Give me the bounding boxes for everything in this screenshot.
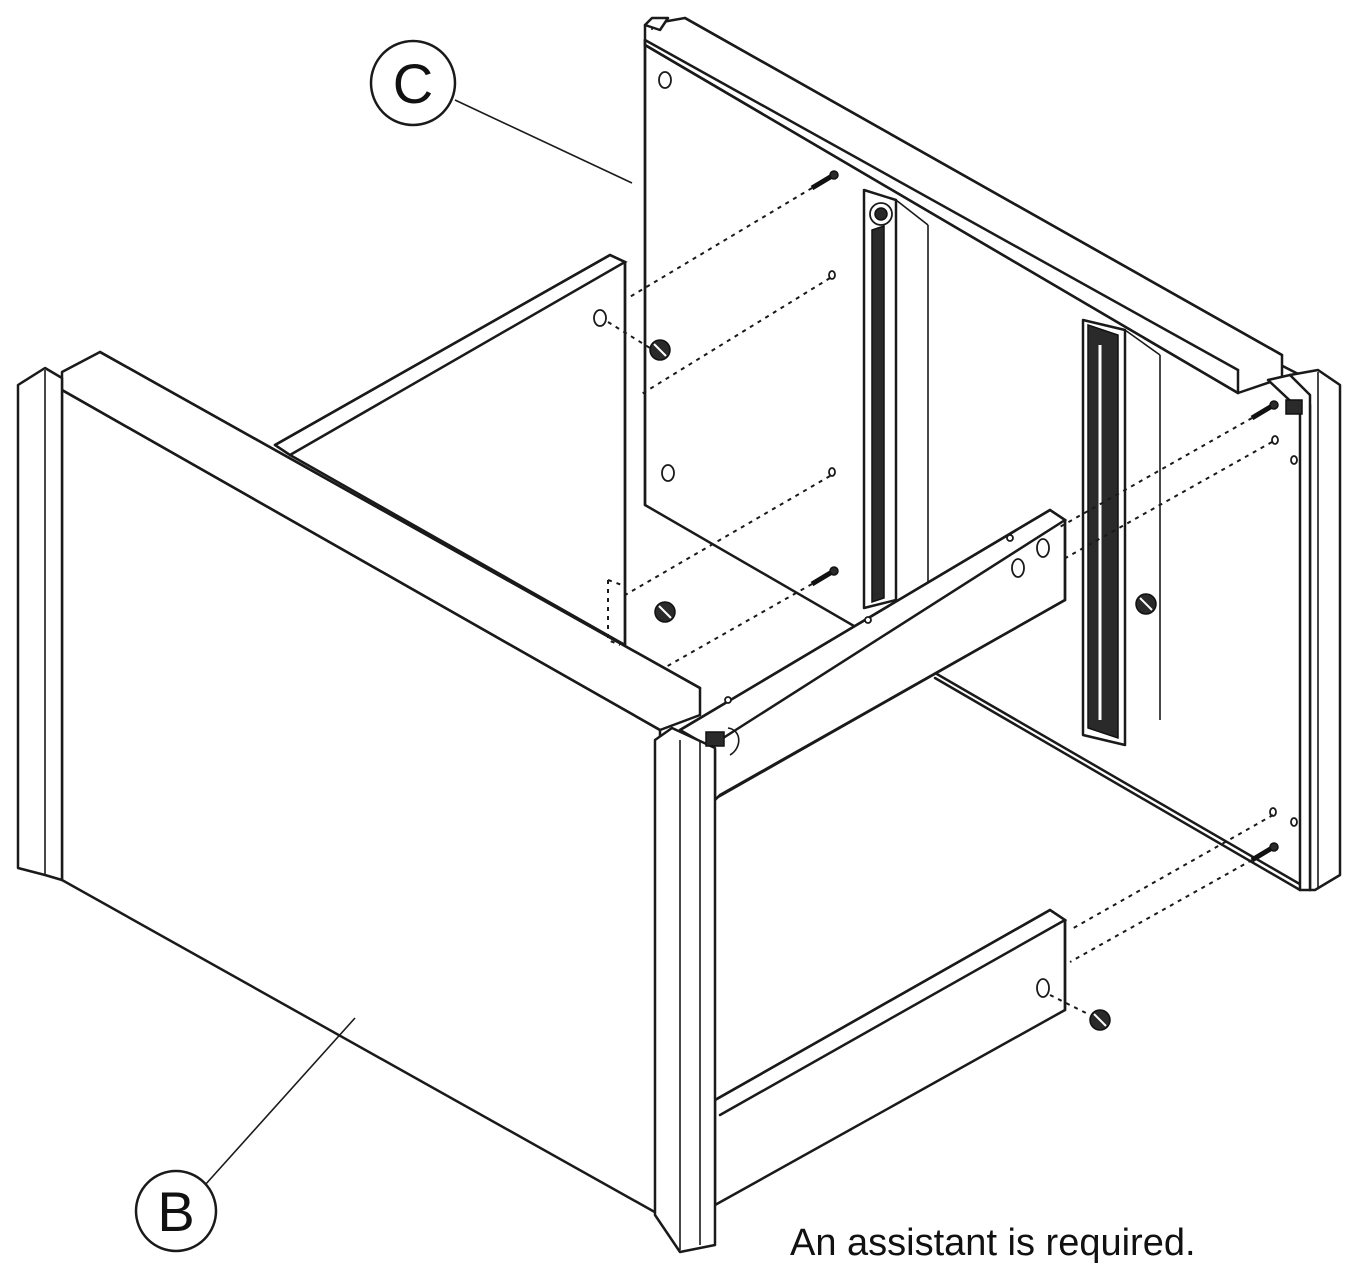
right-side-panel (1266, 368, 1342, 892)
drawer-slide-icon (1081, 318, 1161, 747)
cam-bolt-icon (1250, 400, 1279, 421)
cam-lock-icon (705, 731, 725, 747)
cam-lock-icon (654, 601, 676, 623)
cam-bolt-icon (810, 566, 839, 587)
cam-bolt-icon (1250, 842, 1279, 863)
back-panel-c (643, 16, 1312, 892)
cam-lock-icon (1285, 399, 1303, 415)
callout-c: C (369, 39, 633, 184)
drawer-slide-icon (862, 188, 929, 610)
cam-bolt-icon (810, 170, 839, 191)
callout-b-label: B (157, 1180, 194, 1243)
back-left-rail (273, 253, 628, 647)
board-hole (658, 71, 672, 89)
board-hole (661, 464, 675, 482)
bottom-rail (713, 908, 1068, 1207)
assistant-note: An assistant is required. (790, 1222, 1196, 1264)
callout-b: B (134, 1017, 356, 1253)
hardware (607, 170, 1303, 1031)
front-panel-b (16, 350, 717, 1254)
middle-rail (678, 508, 1068, 802)
cam-lock-icon (1135, 593, 1157, 615)
callout-c-label: C (393, 52, 433, 115)
cam-lock-icon (649, 339, 671, 361)
cam-lock-icon (1089, 1009, 1111, 1031)
